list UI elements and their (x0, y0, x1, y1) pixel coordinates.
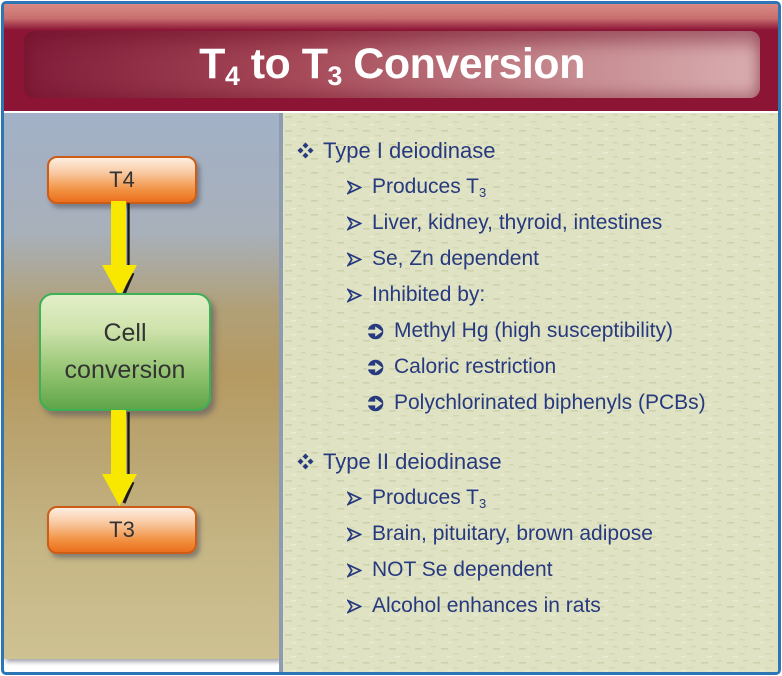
arrowhead-bullet-icon (347, 251, 362, 267)
down-arrow-icon (102, 201, 137, 297)
section-heading: Type II deiodinase (297, 443, 770, 480)
arrowhead-bullet-icon (347, 598, 362, 614)
page-title: T4 to T3 Conversion (199, 40, 585, 92)
flow-node-cell-label: Cell conversion (64, 318, 186, 385)
down-arrow-icon (102, 410, 137, 506)
outline-item: Se, Zn dependent (347, 241, 770, 277)
outline-item-text: Produces T3 (372, 175, 487, 200)
flow-node-t3-label: T3 (109, 517, 135, 542)
arrowhead-bullet-icon (347, 526, 362, 542)
flow-node-t4-label: T4 (109, 167, 135, 192)
outline-item-text: NOT Se dependent (372, 558, 553, 581)
title-banner: T4 to T3 Conversion (4, 4, 778, 111)
outline-item-text: Methyl Hg (high susceptibility) (394, 319, 673, 342)
arrowhead-bullet-icon (347, 490, 362, 506)
outline-item-text: Liver, kidney, thyroid, intestines (372, 211, 663, 234)
outline-item: Polychlorinated biphenyls (PCBs) (367, 385, 770, 421)
outline-item: Methyl Hg (high susceptibility) (367, 313, 770, 349)
flowchart-panel: T4 Cell conversion T3 (4, 113, 279, 659)
circle-arrow-bullet-icon (367, 359, 384, 376)
title-banner-inner: T4 to T3 Conversion (24, 31, 760, 98)
arrowhead-bullet-icon (347, 562, 362, 578)
arrowhead-bullet-icon (347, 287, 362, 303)
title-banner-highlight (4, 4, 778, 30)
outline-item: NOT Se dependent (347, 552, 770, 588)
panel-texture (283, 113, 778, 672)
outline-item-text: Polychlorinated biphenyls (PCBs) (394, 391, 706, 414)
outline-item-text: Brain, pituitary, brown adipose (372, 522, 653, 545)
outline-item: Liver, kidney, thyroid, intestines (347, 205, 770, 241)
outline-item: Brain, pituitary, brown adipose (347, 516, 770, 552)
outline-item-text: Produces T3 (372, 486, 487, 511)
outline-item: Produces T3 (347, 480, 770, 516)
circle-arrow-bullet-icon (367, 323, 384, 340)
diamond-cluster-bullet-icon (297, 142, 314, 159)
flow-node-t3: T3 (47, 506, 197, 554)
section-heading: Type I deiodinase (297, 132, 770, 169)
outline-item: Alcohol enhances in rats (347, 588, 770, 624)
outline-item: Produces T3 (347, 169, 770, 205)
section-heading-text: Type II deiodinase (323, 449, 502, 474)
flow-node-cell-conversion: Cell conversion (39, 293, 211, 411)
outline-item-text: Caloric restriction (394, 355, 557, 378)
section-heading-text: Type I deiodinase (323, 138, 496, 163)
diamond-cluster-bullet-icon (297, 453, 314, 470)
outline-item-text: Inhibited by: (372, 283, 486, 306)
outline-item: Inhibited by: (347, 277, 770, 313)
outline-item: Caloric restriction (367, 349, 770, 385)
circle-arrow-bullet-icon (367, 395, 384, 412)
arrowhead-bullet-icon (347, 179, 362, 195)
arrowhead-bullet-icon (347, 215, 362, 231)
outline-item-text: Alcohol enhances in rats (372, 594, 601, 617)
outline-item-text: Se, Zn dependent (372, 247, 539, 270)
flow-node-t4: T4 (47, 156, 197, 204)
